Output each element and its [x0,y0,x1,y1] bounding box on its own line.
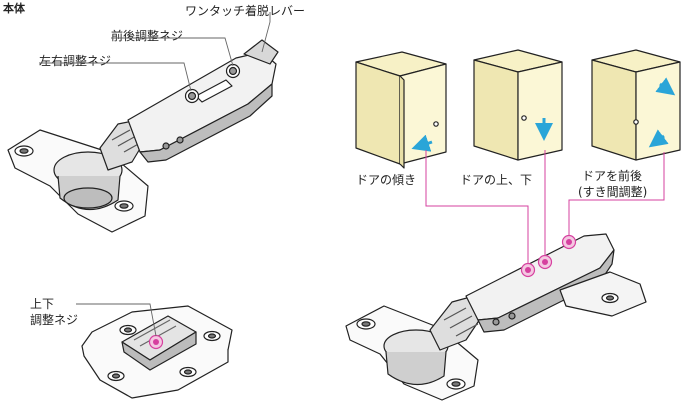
front-back-screw-label: 前後調整ネジ [111,29,184,43]
door-frontback-label-line1: ドアを前後 [582,169,643,183]
cabinet-updown [473,49,563,161]
door-updown-label: ドアの上、下 [460,173,533,187]
updown-screw-label-line1: 上下 [30,297,55,311]
main-leaders [39,12,271,92]
door-frontback-label-line2: (すき間調整) [578,185,648,199]
hinge-mounting-plate [81,305,233,399]
hinge-adjustment-view [345,233,647,401]
updown-screw-label-line2: 調整ネジ [30,313,79,327]
door-tilt-label: ドアの傾き [356,173,417,187]
hinge-main-body [7,39,279,233]
left-right-screw-label: 左右調整ネジ [39,54,112,68]
adjustment-leaders [425,150,665,264]
main-body-label: 本体 [3,2,25,15]
updown-leader [76,303,157,337]
cabinet-frontback [591,49,681,161]
one-touch-lever-label: ワンタッチ着脱レバー [185,4,306,18]
cabinet-tilt [355,51,447,169]
